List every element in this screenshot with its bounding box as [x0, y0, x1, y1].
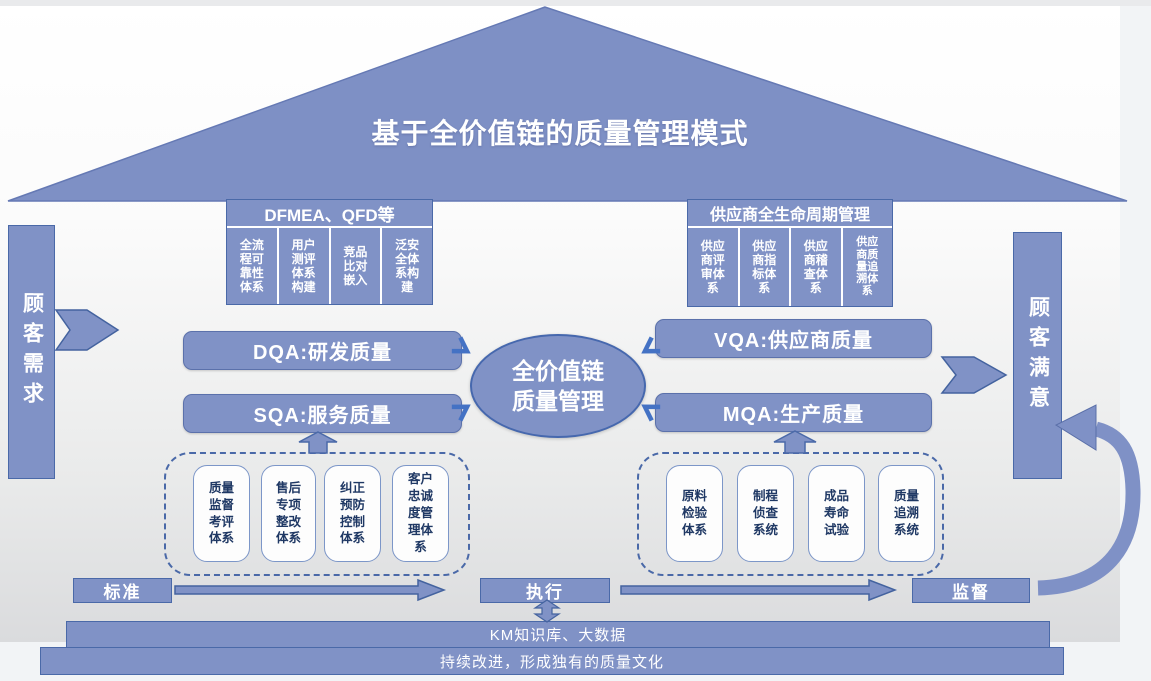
service-group-item: 纠正 预防 控制 体系 — [324, 465, 381, 562]
km-knowledge-bar: KM知识库、大数据 — [66, 621, 1050, 648]
service-group-item: 客户 忠诚 度管 理体 系 — [392, 465, 449, 562]
dfmea-item: 全流 程可 靠性 体系 — [227, 228, 277, 304]
supplier-item: 供应 商评 审体 系 — [688, 228, 738, 306]
sqa-box: SQA:服务质量 — [183, 394, 462, 433]
customer-satisfaction-label: 顾客满意 — [1026, 295, 1050, 416]
service-group-item: 质量 监督 考评 体系 — [193, 465, 250, 562]
service-group-item: 售后 专项 整改 体系 — [261, 465, 316, 562]
production-group-item: 成品 寿命 试验 — [808, 465, 865, 562]
production-group-item: 制程 侦查 系统 — [737, 465, 794, 562]
production-group-item: 质量 追溯 系统 — [878, 465, 935, 562]
customer-needs-label: 顾客需求 — [20, 292, 44, 412]
dfmea-cluster: DFMEA、QFD等 全流 程可 靠性 体系 用户 测评 体系 构建 竞品 比对… — [226, 199, 433, 305]
service-group-container: 质量 监督 考评 体系 售后 专项 整改 体系 纠正 预防 控制 体系 客户 忠… — [164, 452, 470, 576]
production-group-item: 原料 检验 体系 — [666, 465, 723, 562]
supplier-item: 供应 商稽 查体 系 — [791, 228, 841, 306]
supplier-item: 供应 商指 标体 系 — [739, 228, 789, 306]
dfmea-cluster-header: DFMEA、QFD等 — [227, 200, 432, 226]
standard-bar: 标准 — [73, 578, 172, 603]
mqa-box: MQA:生产质量 — [655, 393, 932, 432]
customer-satisfaction-bar: 顾客满意 — [1013, 232, 1062, 479]
customer-needs-bar: 顾客需求 — [8, 225, 55, 479]
page-title: 基于全价值链的质量管理模式 — [371, 118, 749, 149]
supplier-cluster: 供应商全生命周期管理 供应 商评 审体 系 供应 商指 标体 系 供应 商稽 查… — [687, 199, 893, 307]
supplier-item: 供应 商质 量追 溯体 系 — [842, 228, 892, 306]
dfmea-item: 竞品 比对 嵌入 — [330, 228, 381, 304]
dfmea-item: 泛安 全体 系构 建 — [382, 228, 432, 304]
top-edge-strip — [0, 0, 1151, 6]
supplier-cluster-header: 供应商全生命周期管理 — [688, 200, 892, 226]
culture-bar: 持续改进，形成独有的质量文化 — [40, 647, 1064, 675]
production-group-container: 原料 检验 体系 制程 侦查 系统 成品 寿命 试验 质量 追溯 系统 — [637, 452, 944, 576]
execute-bar: 执行 — [480, 578, 610, 603]
supplier-cluster-row: 供应 商评 审体 系 供应 商指 标体 系 供应 商稽 查体 系 供应 商质 量… — [688, 228, 892, 306]
dfmea-cluster-row: 全流 程可 靠性 体系 用户 测评 体系 构建 竞品 比对 嵌入 泛安 全体 系… — [227, 228, 432, 304]
vqa-box: VQA:供应商质量 — [655, 319, 932, 358]
supervise-bar: 监督 — [912, 578, 1030, 603]
dqa-box: DQA:研发质量 — [183, 331, 462, 370]
dfmea-item: 用户 测评 体系 构建 — [278, 228, 329, 304]
center-ellipse: 全价值链 质量管理 — [470, 334, 646, 438]
